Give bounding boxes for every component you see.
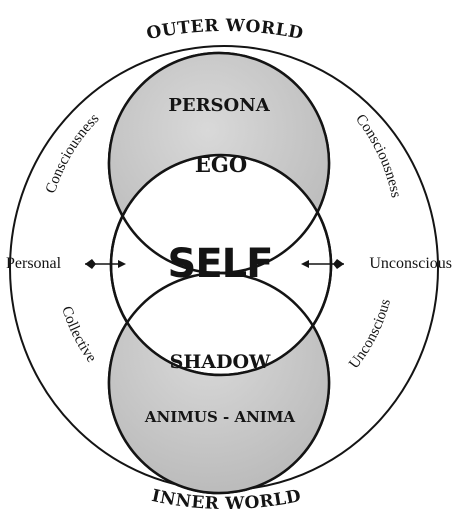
left-consciousness-label: Consciousness bbox=[43, 111, 103, 196]
right-consciousness-label: Consciousness bbox=[352, 111, 404, 199]
personal-label: Personal bbox=[6, 255, 62, 272]
collective-label: Collective bbox=[58, 304, 99, 365]
animus-anima-label: ANIMUS - ANIMA bbox=[144, 408, 296, 426]
outer-world-title: OUTER WORLD bbox=[145, 16, 305, 44]
unconscious-side-label: Unconscious bbox=[369, 255, 452, 272]
persona-label: PERSONA bbox=[168, 95, 270, 116]
ego-label: EGO bbox=[195, 152, 247, 177]
right-unconscious-arc-label: Unconscious bbox=[346, 297, 394, 372]
right-arrow bbox=[301, 259, 344, 269]
self-label: SELF bbox=[168, 241, 273, 287]
shadow-label: SHADOW bbox=[170, 351, 271, 373]
left-arrow bbox=[85, 259, 126, 269]
